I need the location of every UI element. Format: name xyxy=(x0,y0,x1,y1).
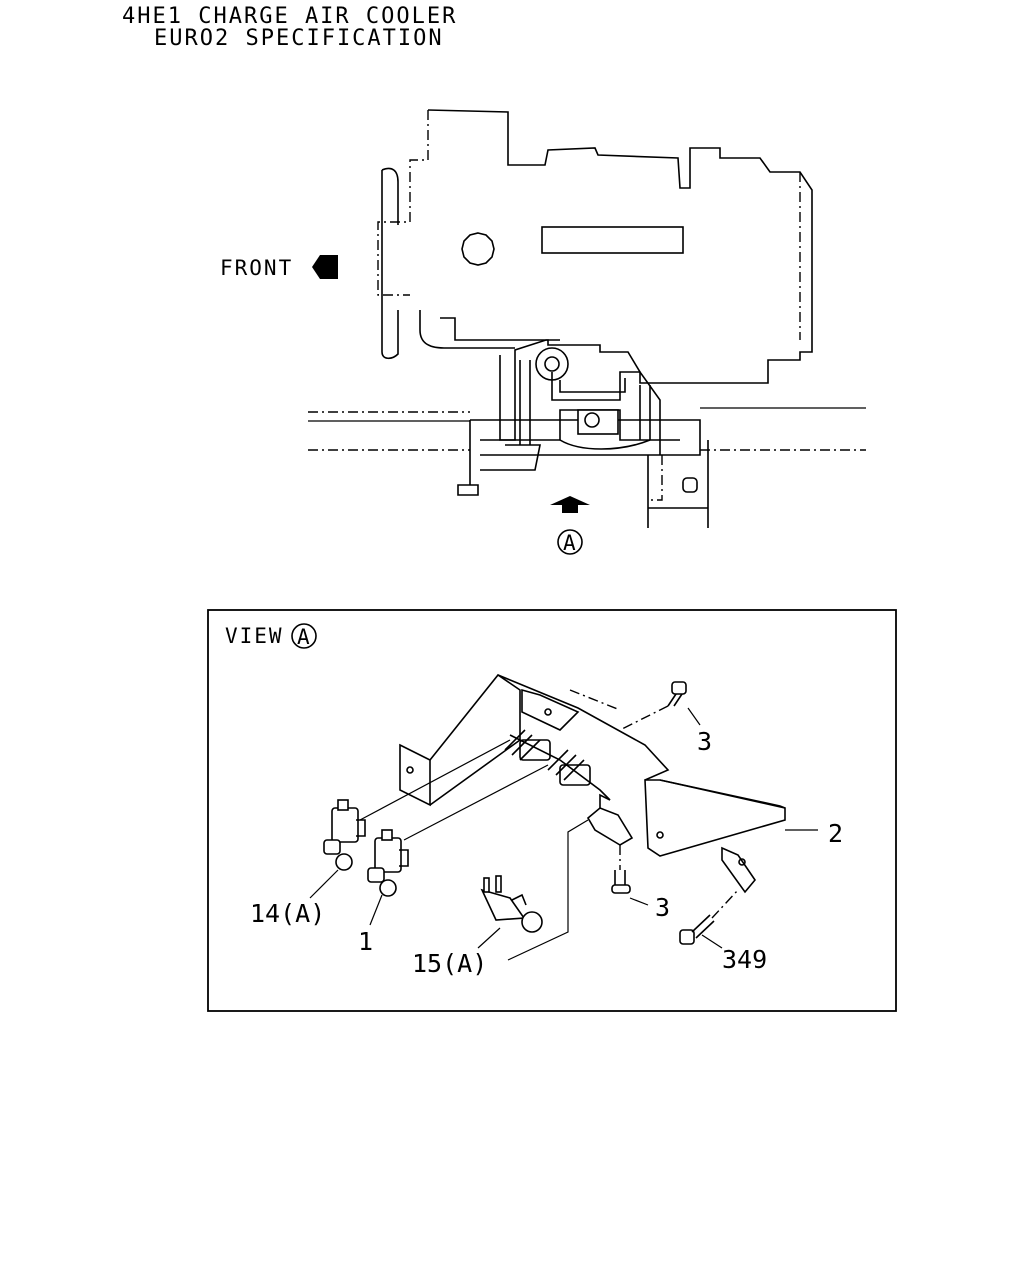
solenoid-valve-15a xyxy=(480,819,589,961)
bolt-3-lower xyxy=(611,845,631,894)
view-a-detail-box: VIEW A xyxy=(207,609,897,1012)
diagram-title-line-1: 4HE1 CHARGE AIR COOLER xyxy=(122,4,458,29)
bolt-349 xyxy=(679,889,739,945)
callout-3-upper: 3 xyxy=(697,727,712,756)
callout-14a: 14(A) xyxy=(250,899,325,928)
solenoid-valve-1 xyxy=(367,764,549,897)
callout-349: 349 xyxy=(722,945,767,974)
engine-outline: FRONT xyxy=(220,109,866,555)
view-a-marker-detail: A xyxy=(297,625,312,649)
callout-15a: 15(A) xyxy=(412,949,487,978)
view-label: VIEW xyxy=(225,624,284,648)
solenoid-valve-14a xyxy=(323,739,511,871)
view-a-marker-overview: A xyxy=(563,531,578,555)
callout-1: 1 xyxy=(358,927,373,956)
front-label: FRONT xyxy=(220,256,293,280)
callout-2: 2 xyxy=(828,819,843,848)
bracket-assembly xyxy=(399,673,786,894)
callout-3-lower: 3 xyxy=(655,893,670,922)
bolt-3-upper xyxy=(619,681,687,731)
diagram-title-line-2: EURO2 SPECIFICATION xyxy=(154,26,444,51)
